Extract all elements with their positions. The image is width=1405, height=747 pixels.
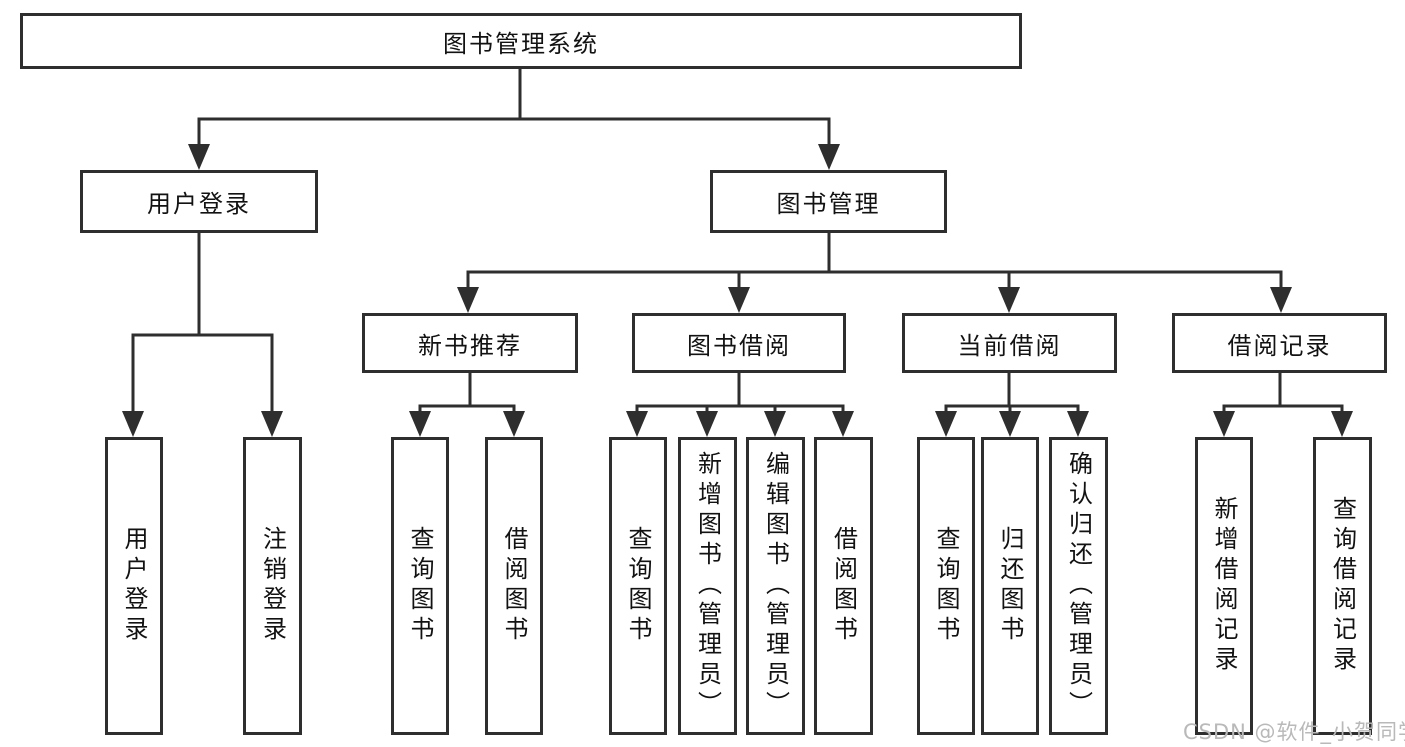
- leaf-user-login: 用户登录: [105, 437, 163, 735]
- arrowhead-icon: [457, 287, 479, 313]
- leaf-query-borrow-record: 查询借阅记录: [1313, 437, 1372, 735]
- arrowhead-icon: [261, 411, 283, 437]
- leaf-query-books-3: 查询图书: [917, 437, 975, 735]
- leaf-confirm-return-admin-label: 确认归还（管理员）: [1064, 451, 1093, 721]
- arrowhead-icon: [503, 411, 525, 437]
- leaf-edit-books-admin: 编辑图书（管理员）: [746, 437, 805, 735]
- node-book-borrow-label: 图书借阅: [687, 331, 791, 360]
- leaf-return-books-label: 归还图书: [996, 526, 1024, 646]
- node-current-borrow-label: 当前借阅: [957, 331, 1062, 360]
- connector-lines: [131, 66, 1344, 415]
- connector-borrow-records: [1222, 371, 1344, 415]
- node-book-borrow: 图书借阅: [632, 313, 846, 373]
- node-root-label: 图书管理系统: [443, 29, 599, 58]
- leaf-query-books-3-label: 查询图书: [932, 526, 960, 646]
- leaf-borrow-books-2: 借阅图书: [814, 437, 873, 735]
- leaf-edit-books-admin-label: 编辑图书（管理员）: [761, 451, 790, 721]
- leaf-user-login-label: 用户登录: [120, 526, 148, 646]
- arrowhead-icon: [832, 411, 854, 437]
- arrowhead-icon: [1067, 411, 1089, 437]
- leaf-query-books-2: 查询图书: [609, 437, 667, 735]
- arrowhead-icon: [409, 411, 431, 437]
- leaf-borrow-books-1-label: 借阅图书: [500, 526, 528, 646]
- watermark: CSDN @软件_小贺同学: [1183, 720, 1405, 744]
- node-user-login-label: 用户登录: [147, 190, 251, 218]
- arrowhead-icon: [1331, 411, 1353, 437]
- leaf-return-books: 归还图书: [981, 437, 1039, 735]
- arrowhead-icon: [998, 287, 1020, 313]
- arrowhead-icon: [818, 144, 840, 170]
- arrowhead-icon: [696, 411, 718, 437]
- arrowhead-icon: [999, 411, 1021, 437]
- arrowhead-icon: [122, 411, 144, 437]
- leaf-query-books-1: 查询图书: [391, 437, 449, 735]
- node-user-login: 用户登录: [80, 170, 318, 233]
- leaf-query-books-2-label: 查询图书: [624, 526, 652, 646]
- leaf-query-books-1-label: 查询图书: [406, 526, 434, 646]
- connector-user-login: [131, 231, 274, 415]
- node-new-book-recommend-label: 新书推荐: [418, 331, 522, 360]
- node-new-book-recommend: 新书推荐: [362, 313, 578, 373]
- leaf-borrow-books-2-label: 借阅图书: [829, 526, 858, 646]
- arrowheads: [122, 144, 1353, 437]
- node-current-borrow: 当前借阅: [902, 313, 1117, 373]
- leaf-borrow-books-1: 借阅图书: [485, 437, 543, 735]
- node-book-management: 图书管理: [710, 170, 947, 233]
- connector-book-mgmt: [466, 231, 1283, 291]
- arrowhead-icon: [188, 144, 210, 170]
- leaf-logout-login-label: 注销登录: [258, 526, 287, 646]
- leaf-confirm-return-admin: 确认归还（管理员）: [1049, 437, 1108, 735]
- connector-root: [197, 66, 831, 148]
- connector-current-borrow: [944, 371, 1080, 415]
- leaf-add-books-admin: 新增图书（管理员）: [678, 437, 737, 735]
- node-borrow-records-label: 借阅记录: [1227, 331, 1332, 360]
- leaf-add-books-admin-label: 新增图书（管理员）: [693, 451, 722, 721]
- arrowhead-icon: [626, 411, 648, 437]
- arrowhead-icon: [1213, 411, 1235, 437]
- node-book-management-label: 图书管理: [776, 190, 881, 218]
- leaf-add-borrow-record-label: 新增借阅记录: [1210, 496, 1238, 676]
- node-borrow-records: 借阅记录: [1172, 313, 1387, 373]
- node-root: 图书管理系统: [20, 13, 1022, 69]
- leaf-logout-login: 注销登录: [243, 437, 302, 735]
- arrowhead-icon: [935, 411, 957, 437]
- leaf-add-borrow-record: 新增借阅记录: [1195, 437, 1253, 735]
- arrowhead-icon: [764, 411, 786, 437]
- arrowhead-icon: [1270, 287, 1292, 313]
- leaf-query-borrow-record-label: 查询借阅记录: [1328, 496, 1357, 676]
- connector-book-borrow: [635, 371, 845, 415]
- connector-new-book: [418, 371, 516, 415]
- arrowhead-icon: [728, 287, 750, 313]
